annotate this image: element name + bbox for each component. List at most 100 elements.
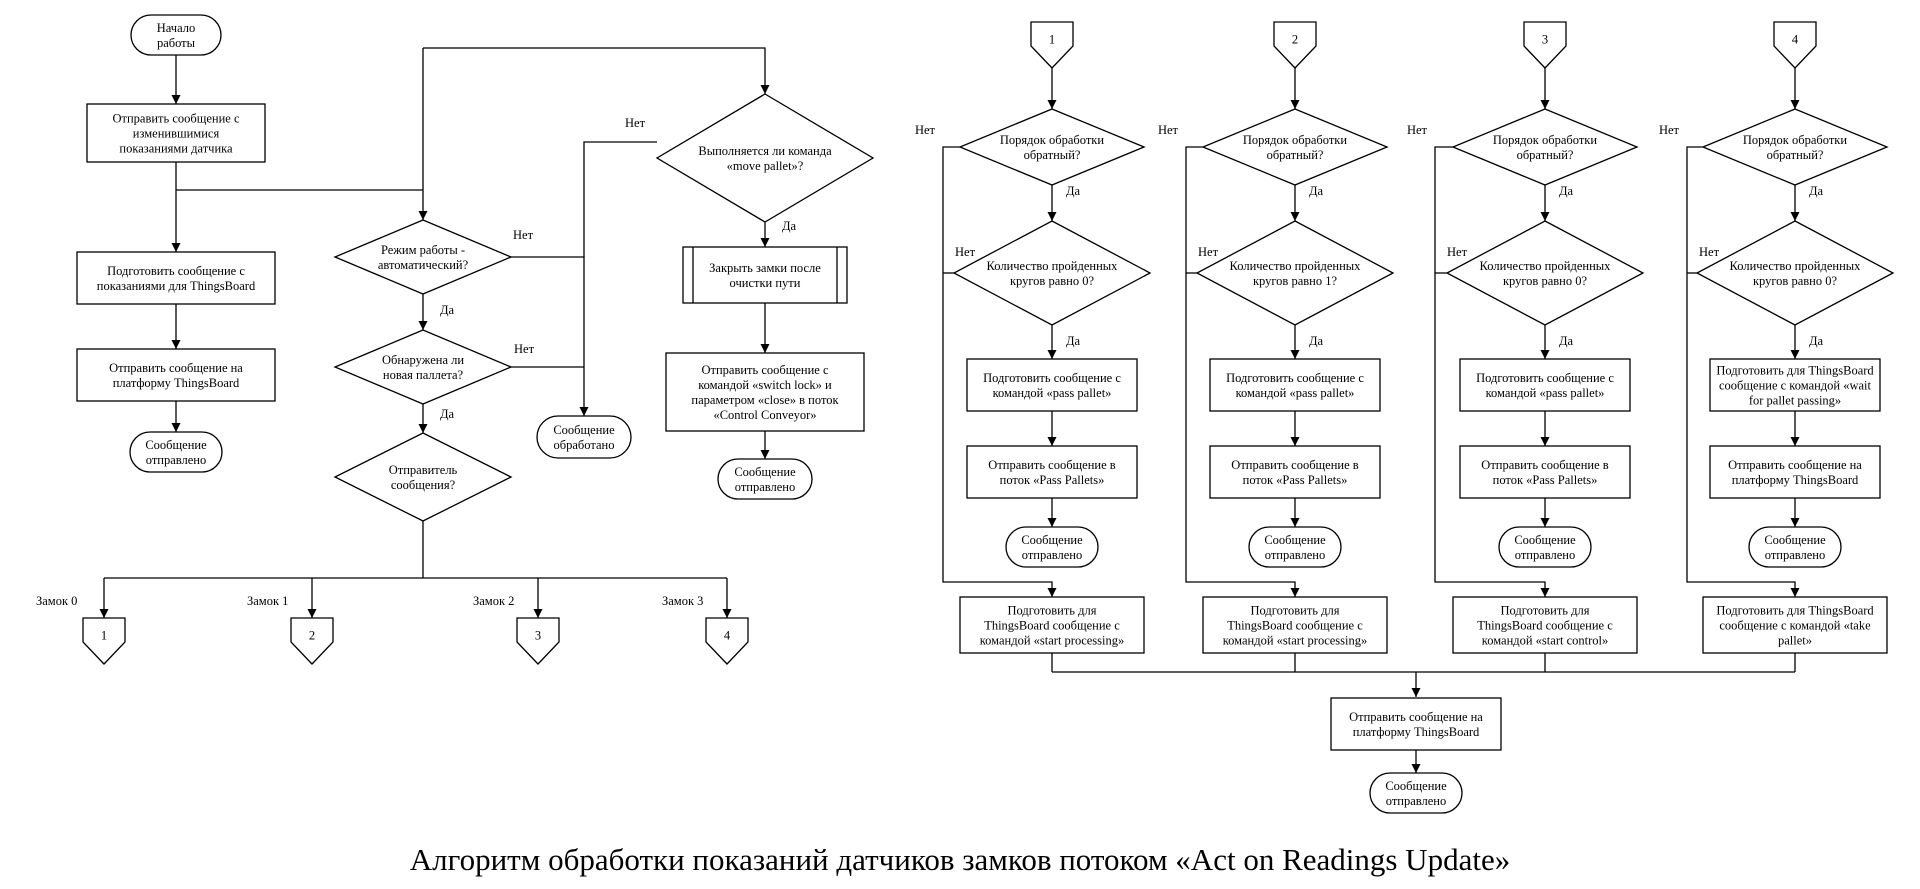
label-yes-pallet: Да bbox=[440, 407, 455, 421]
col2-connector-text: 2 bbox=[1292, 33, 1298, 47]
col3-label-no-order: Нет bbox=[1407, 123, 1428, 137]
col2-label-no-order: Нет bbox=[1158, 123, 1179, 137]
col4-label-yes-laps: Да bbox=[1809, 334, 1824, 348]
lock-connector-1-text: 1 bbox=[101, 629, 107, 643]
move-pallet-decision: Выполняется ли команда«move pallet»? bbox=[655, 93, 875, 223]
diagram-caption: Алгоритм обработки показаний датчиков за… bbox=[410, 842, 1510, 877]
lock-connector-2: 2 bbox=[290, 617, 334, 665]
connector-lines bbox=[99, 47, 1800, 773]
lock-connector-1: 1 bbox=[82, 617, 126, 665]
col3-label-yes-laps: Да bbox=[1559, 334, 1574, 348]
label-no-pallet: Нет bbox=[514, 342, 535, 356]
lock-label-2: Замок 2 bbox=[473, 594, 514, 608]
col1-label-no-order: Нет bbox=[915, 123, 936, 137]
col4-connector: 4 bbox=[1773, 21, 1817, 69]
col1-connector: 1 bbox=[1030, 21, 1074, 69]
lock-connector-2-text: 2 bbox=[309, 629, 315, 643]
move-pallet-decision-text: Выполняется ли команда«move pallet»? bbox=[698, 144, 832, 173]
col2-label-no-laps: Нет bbox=[1198, 245, 1219, 259]
mode-auto-decision-text: Режим работы -автоматический? bbox=[378, 243, 469, 272]
col2-connector: 2 bbox=[1273, 21, 1317, 69]
col1-connector-text: 1 bbox=[1049, 33, 1055, 47]
col3-connector: 3 bbox=[1523, 21, 1567, 69]
col1-label-no-laps: Нет bbox=[955, 245, 976, 259]
lock-connector-3: 3 bbox=[516, 617, 560, 665]
lock-connector-4: 4 bbox=[705, 617, 749, 665]
col3-label-no-laps: Нет bbox=[1447, 245, 1468, 259]
label-yes-mode: Да bbox=[440, 303, 455, 317]
col4-label-no-laps: Нет bbox=[1699, 245, 1720, 259]
col4-label-yes-order: Да bbox=[1809, 184, 1824, 198]
lock-label-0: Замок 0 bbox=[36, 594, 77, 608]
label-no-mode: Нет bbox=[513, 228, 534, 242]
label-no-move: Нет bbox=[625, 116, 646, 130]
col3-label-yes-order: Да bbox=[1559, 184, 1574, 198]
col1-label-yes-order: Да bbox=[1066, 184, 1081, 198]
col4-connector-text: 4 bbox=[1792, 33, 1799, 47]
col4-label-no-order: Нет bbox=[1659, 123, 1680, 137]
mode-auto-decision: Режим работы -автоматический? bbox=[333, 219, 513, 295]
label-yes-move: Да bbox=[782, 219, 797, 233]
lock-connector-3-text: 3 bbox=[535, 629, 541, 643]
col2-label-yes-order: Да bbox=[1309, 184, 1324, 198]
